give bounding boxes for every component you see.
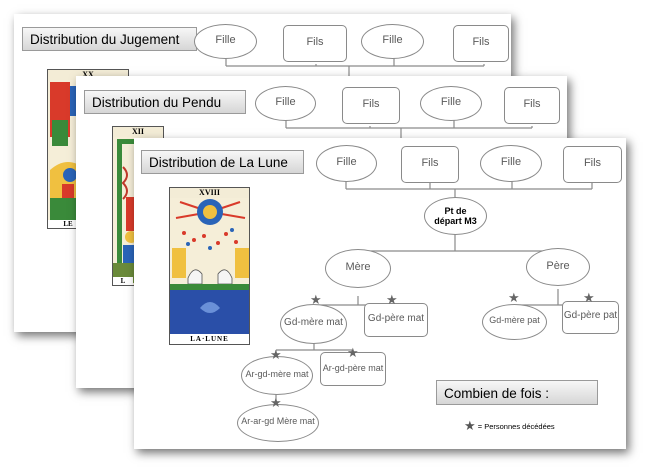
card-caption: L (113, 277, 133, 285)
child-node: Fille (480, 145, 542, 182)
child-node: Fille (255, 86, 316, 121)
connector-lines (225, 53, 485, 76)
star-icon: ★ (347, 345, 359, 360)
ar-ar-gd-mere-mat-node: Ar-ar-gd Mère mat (237, 404, 319, 442)
card-numeral: XII (113, 127, 163, 137)
child-node: Fils (563, 146, 622, 183)
slide-title: Distribution du Pendu (84, 90, 246, 114)
card-caption: LA·LUNE (170, 334, 249, 344)
slide-title: Distribution du Jugement (22, 27, 197, 51)
father-node: Père (526, 248, 590, 286)
legend: ★ = Personnes décédées (464, 418, 555, 434)
slide-lune: Distribution de La Lune Fille Fils Fille… (134, 138, 626, 449)
child-node: Fils (342, 87, 400, 124)
child-node: Fils (401, 146, 459, 183)
connector-lines (275, 178, 593, 408)
gd-mere-mat-node: Gd-mère mat (280, 304, 347, 344)
gd-pere-mat-node: Gd-père mat (364, 303, 428, 337)
child-node: Fille (194, 24, 257, 59)
ar-gd-pere-mat-node: Ar-gd-père mat (320, 352, 386, 386)
star-icon: ★ (508, 290, 520, 305)
child-node: Fille (361, 24, 424, 59)
connector-lines (285, 116, 533, 140)
combien-de-fois-box: Combien de fois : (436, 380, 598, 405)
slide-title: Distribution de La Lune (141, 150, 304, 174)
card-illustration (170, 198, 249, 334)
tarot-card-lune: XVIII (169, 187, 250, 345)
gd-pere-pat-node: Gd-père pat (562, 301, 619, 334)
card-numeral: XVIII (170, 188, 249, 198)
star-icon: ★ (464, 418, 476, 433)
mother-node: Mère (325, 249, 391, 288)
card-caption: LE (48, 220, 88, 228)
legend-text: = Personnes décédées (477, 422, 555, 431)
gd-mere-pat-node: Gd-mère pat (482, 304, 547, 340)
star-icon: ★ (270, 395, 282, 410)
child-node: Fille (316, 145, 377, 182)
card-numeral: XX (48, 70, 128, 80)
child-node: Fille (420, 86, 482, 121)
ar-gd-mere-mat-node: Ar-gd-mère mat (241, 356, 313, 395)
child-node: Fils (283, 25, 347, 62)
star-icon: ★ (310, 292, 322, 307)
star-icon: ★ (583, 290, 595, 305)
star-icon: ★ (270, 347, 282, 362)
child-node: Fils (453, 25, 509, 62)
start-node: Pt de départ M3 (424, 197, 487, 235)
star-icon: ★ (386, 292, 398, 307)
child-node: Fils (504, 87, 560, 124)
